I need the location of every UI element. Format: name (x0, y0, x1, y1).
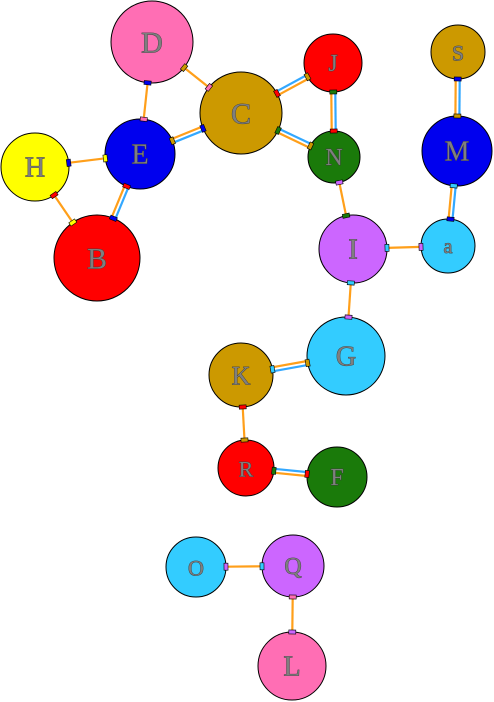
node-K[interactable]: K (208, 342, 274, 408)
edge-K-R (241, 406, 246, 441)
node-label-L: L (283, 652, 300, 683)
node-label-E: E (131, 140, 148, 171)
node-label-B: B (87, 243, 107, 276)
node-D[interactable]: D (110, 0, 194, 84)
node-Q[interactable]: Q (261, 534, 325, 598)
node-G[interactable]: G (306, 316, 386, 396)
edge-G-K (271, 359, 309, 373)
ports-H-B (49, 191, 78, 227)
node-label-C: C (231, 98, 251, 131)
node-H[interactable]: H (0, 132, 70, 202)
node-label-H: H (25, 153, 45, 184)
node-label-R: R (239, 457, 254, 482)
node-label-G: G (336, 342, 356, 373)
edge-S-M (454, 78, 461, 117)
node-label-a: a (444, 236, 453, 258)
ports-O-Q (223, 562, 265, 571)
ports-J-N (329, 89, 338, 134)
ports-R-F (271, 466, 310, 479)
ports-H-E (65, 154, 109, 167)
node-N[interactable]: N (307, 130, 361, 184)
ports-C-N (274, 126, 315, 151)
edge-H-E (68, 157, 106, 164)
node-S[interactable]: S (430, 24, 486, 80)
edges-layer (53, 66, 461, 633)
node-M[interactable]: M (421, 115, 493, 187)
node-label-Q: Q (284, 554, 301, 580)
node-J[interactable]: J (303, 33, 363, 93)
node-F[interactable]: F (306, 446, 368, 508)
node-label-S: S (452, 41, 464, 66)
node-R[interactable]: R (217, 439, 275, 497)
ports-C-E (168, 124, 207, 146)
ports-K-R (238, 404, 249, 443)
node-label-F: F (330, 465, 343, 491)
edge-I-a (386, 245, 422, 249)
edge-C-N (276, 127, 312, 149)
edge-D-E (142, 82, 149, 120)
ports-E-B (109, 182, 131, 222)
ports-C-J (273, 72, 312, 98)
node-label-D: D (141, 27, 163, 60)
node-E[interactable]: E (104, 118, 176, 190)
edge-R-F (273, 467, 308, 478)
node-label-O: O (188, 556, 204, 581)
ports-M-a (446, 183, 458, 222)
node-label-I: I (348, 235, 357, 266)
ports-S-M (453, 76, 462, 119)
node-label-K: K (232, 362, 251, 391)
node-O[interactable]: O (165, 536, 227, 598)
ports-N-I (335, 179, 351, 219)
edge-H-B (53, 194, 74, 224)
node-a[interactable]: a (420, 218, 476, 274)
node-I[interactable]: I (318, 214, 388, 284)
ports-I-G (344, 280, 355, 320)
node-label-J: J (328, 51, 337, 77)
edge-M-a (447, 185, 457, 220)
node-label-M: M (445, 137, 470, 168)
edge-C-J (275, 74, 310, 97)
node-C[interactable]: C (199, 71, 283, 155)
ports-G-K (269, 358, 311, 374)
node-label-N: N (325, 145, 342, 171)
ports-Q-L (288, 594, 297, 635)
ports-I-a (384, 243, 424, 252)
ports-D-E (139, 80, 152, 122)
edge-E-B (110, 185, 130, 220)
edge-J-N (330, 91, 337, 132)
ports-D-C (179, 63, 214, 92)
node-B[interactable]: B (53, 214, 141, 302)
edge-I-G (347, 282, 352, 318)
edge-C-E (171, 125, 205, 144)
edge-N-I (338, 182, 348, 216)
node-L[interactable]: L (257, 631, 327, 701)
edge-D-C (183, 66, 210, 89)
